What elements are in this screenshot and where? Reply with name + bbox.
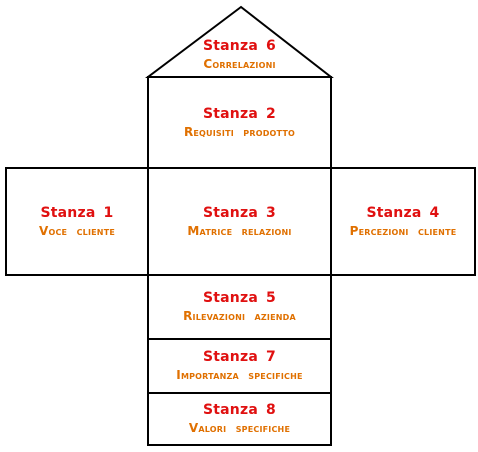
room-6-subtitle: Correlazioni <box>203 56 276 71</box>
room-6-correlations: Stanza 6 Correlazioni <box>148 32 331 77</box>
room-5-subtitle: Rilevazioni azienda <box>183 309 296 323</box>
room-2-title: Stanza 2 <box>202 105 276 122</box>
room-5-company-measurements: Stanza 5 Rilevazioni azienda <box>148 275 331 339</box>
room-1-subtitle: Voce cliente <box>38 223 116 238</box>
room-1-title: Stanza 1 <box>40 204 114 221</box>
room-2-subtitle: Requisiti prodotto <box>183 124 296 139</box>
room-7-subtitle: Importanza specifiche <box>176 368 303 382</box>
room-3-relationship-matrix: Stanza 3 Matrice relazioni <box>148 168 331 275</box>
room-7-title: Stanza 7 <box>202 349 276 365</box>
room-2-product-requirements: Stanza 2 Requisiti prodotto <box>148 77 331 168</box>
room-6-title: Stanza 6 <box>202 37 276 54</box>
room-4-subtitle: Percezioni cliente <box>349 223 457 238</box>
room-8-specification-values: Stanza 8 Valori specifiche <box>148 393 331 445</box>
room-4-customer-perceptions: Stanza 4 Percezioni cliente <box>331 168 475 275</box>
room-8-title: Stanza 8 <box>202 402 276 418</box>
room-4-title: Stanza 4 <box>366 204 440 221</box>
room-3-subtitle: Matrice relazioni <box>187 223 292 238</box>
room-1-customer-voice: Stanza 1 Voce cliente <box>6 168 148 275</box>
room-7-specification-importance: Stanza 7 Importanza specifiche <box>148 339 331 393</box>
room-3-title: Stanza 3 <box>202 204 276 221</box>
room-5-title: Stanza 5 <box>202 290 276 306</box>
middle-row-outline <box>5 167 476 276</box>
room-8-subtitle: Valori specifiche <box>188 421 291 435</box>
